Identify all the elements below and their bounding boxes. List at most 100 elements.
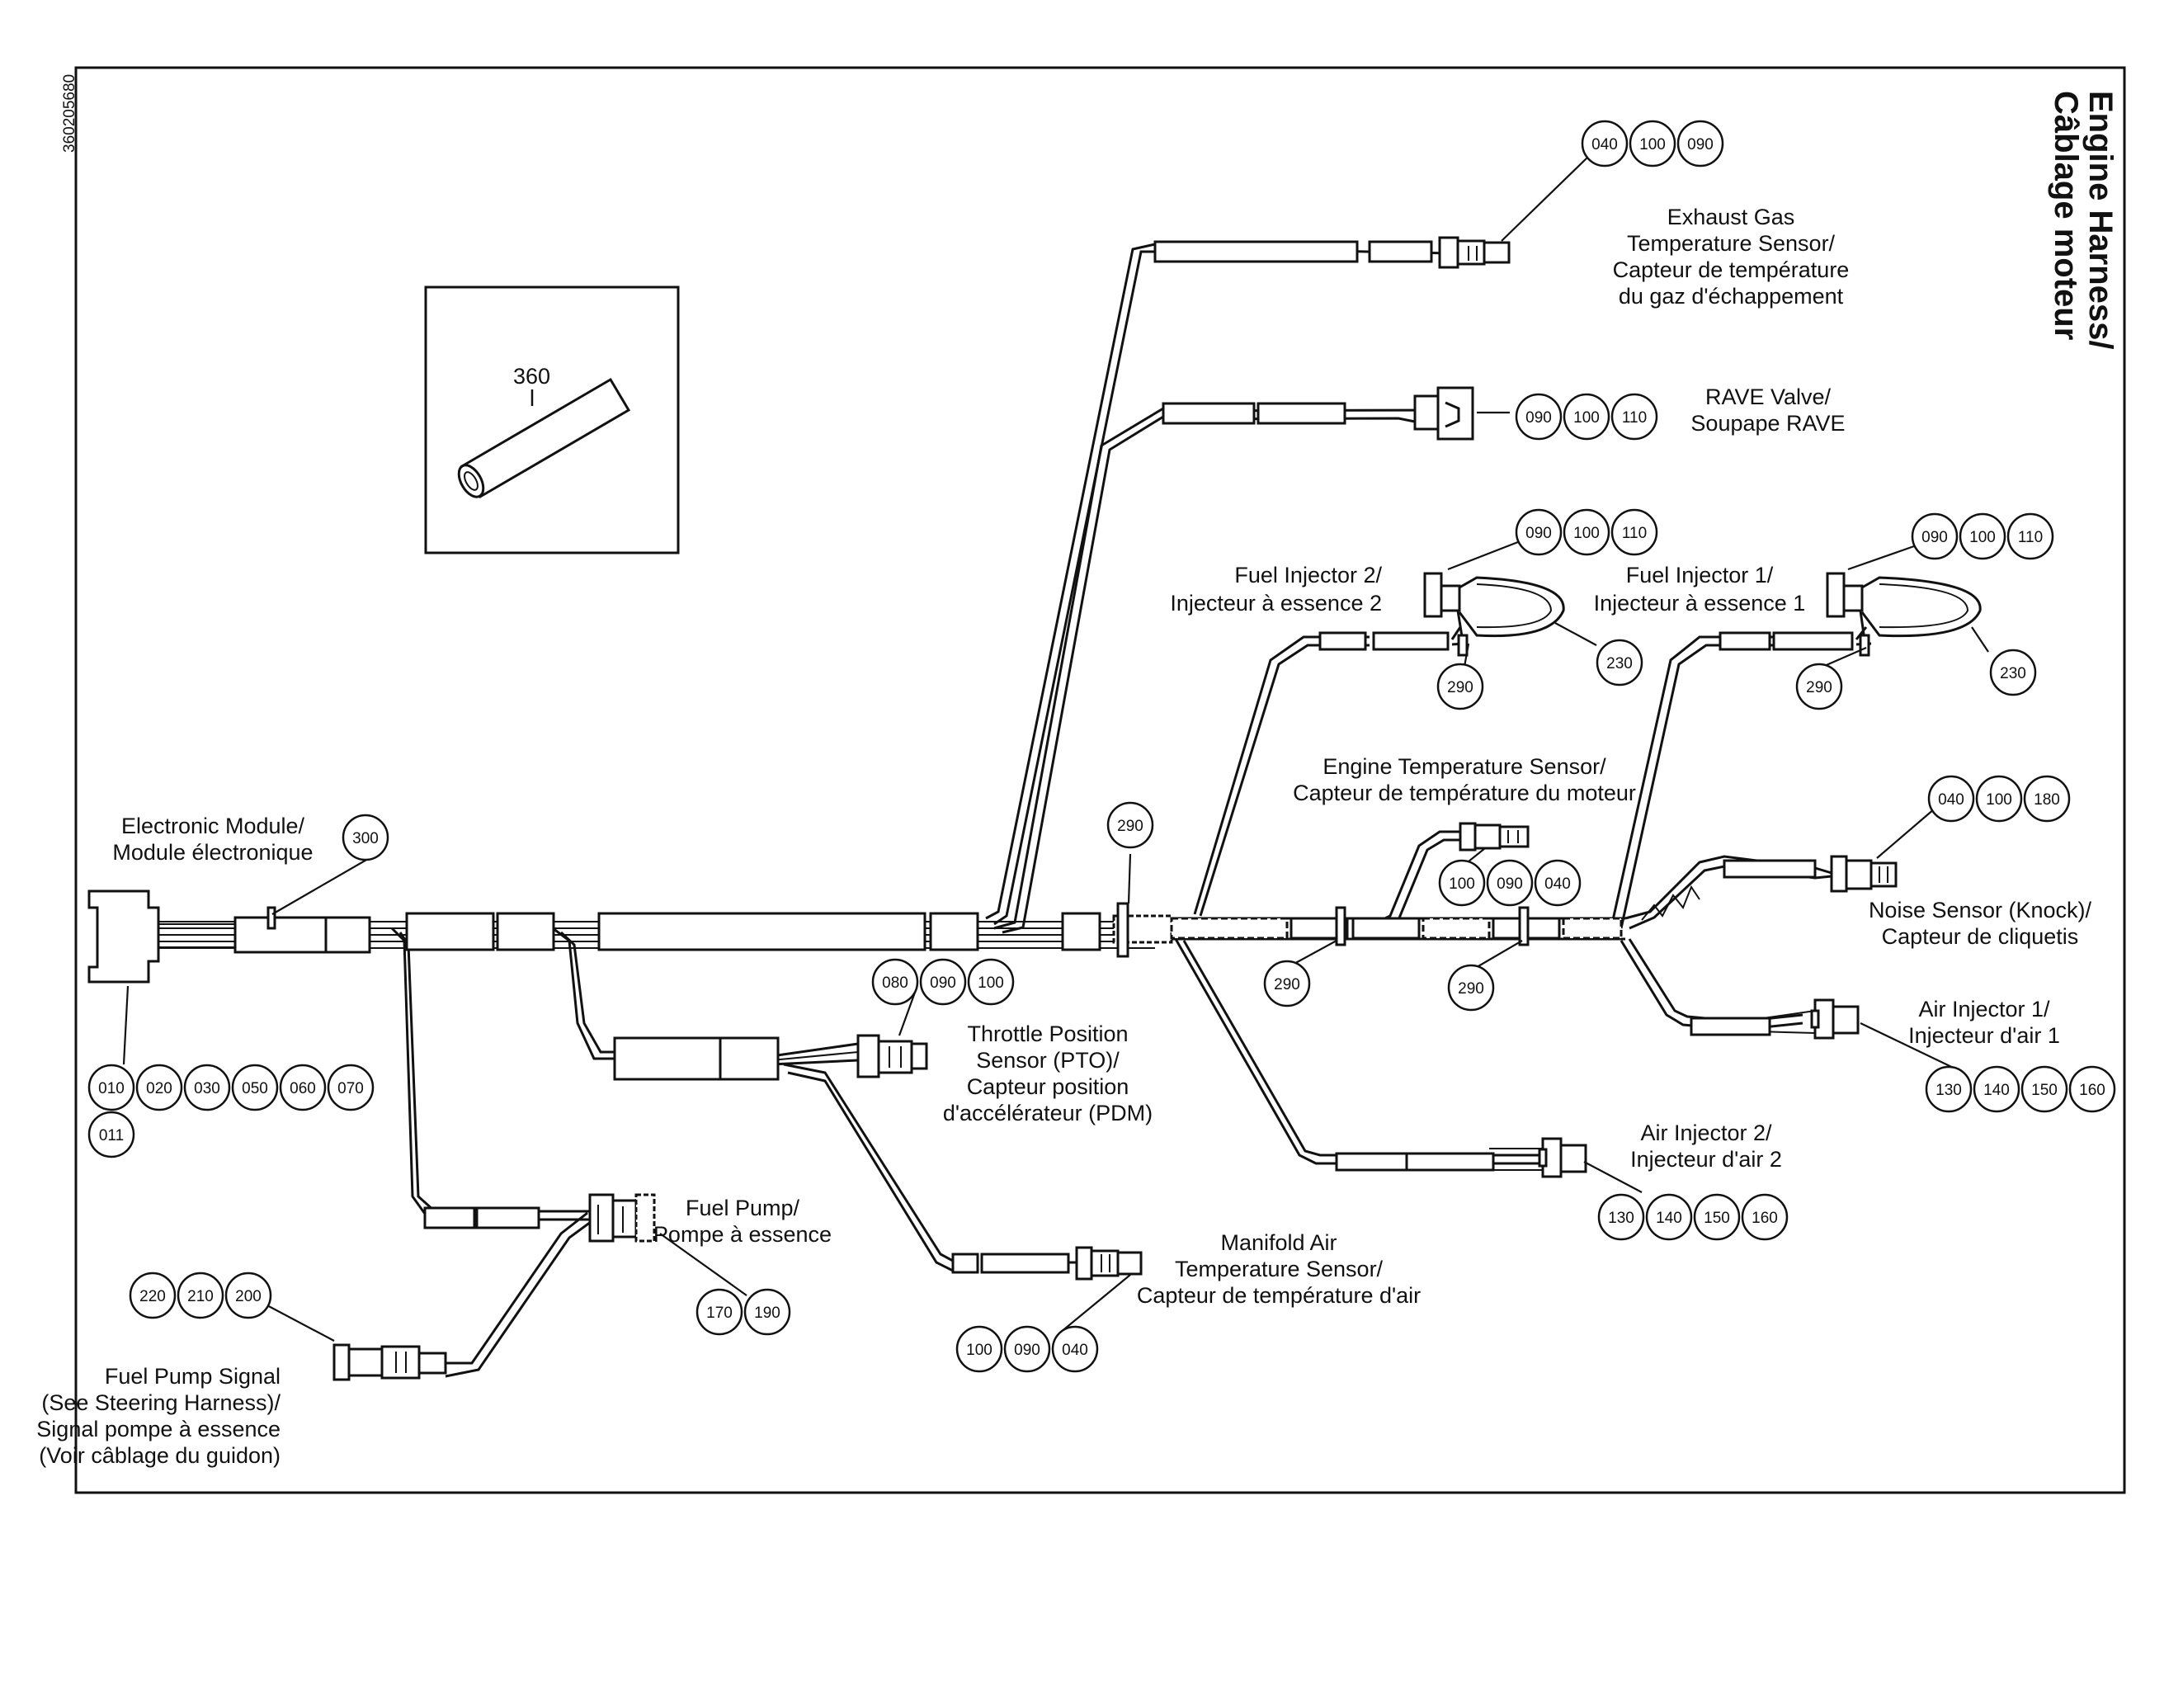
callout-bubble	[1436, 663, 1484, 710]
callout-number: 030	[194, 1080, 220, 1097]
callout-number: 210	[187, 1288, 214, 1305]
callout-number: 140	[1983, 1082, 2010, 1099]
figure-code: 360205680	[61, 74, 78, 153]
callout-bubble	[1515, 508, 1563, 556]
callout-bubble	[1515, 393, 1563, 441]
callout-fi2-hose: 230	[1596, 639, 1643, 687]
callout-bubble	[224, 1272, 272, 1319]
connectors	[87, 236, 1982, 1381]
callout-number: 090	[1014, 1342, 1040, 1359]
callout-number: 170	[706, 1305, 733, 1322]
fuel-pump-connector	[588, 1193, 656, 1243]
callout-number: 110	[1622, 525, 1647, 542]
label-fuel-injector-1: Fuel Injector 1/Injecteur à essence 1	[1594, 563, 1806, 616]
callout-bubble	[279, 1064, 327, 1111]
label-air-injector-1-line-1: Air Injector 1/	[1918, 997, 2050, 1021]
callout-number: 090	[930, 974, 956, 992]
callout-bubble	[1927, 775, 1975, 823]
callout-bubble	[1003, 1325, 1051, 1373]
callout-bubble	[1438, 859, 1486, 907]
callout-bubble	[1645, 1193, 1693, 1241]
callout-bubble	[1106, 801, 1154, 849]
callout-fi1-hose: 230	[1989, 649, 2037, 696]
callout-bubble	[2023, 775, 2071, 823]
callout-trunk-clip: 290	[1106, 801, 1154, 849]
callout-bubble	[1596, 639, 1643, 687]
label-fuel-pump: Fuel Pump/Pompe à essence	[653, 1196, 832, 1247]
air-injector-2-connector	[1538, 1137, 1587, 1178]
callout-fi2-clip: 290	[1436, 663, 1484, 710]
label-fuel-injector-1-line-1: Fuel Injector 1/	[1626, 563, 1774, 587]
label-manifold-air-line-2: Temperature Sensor/	[1175, 1257, 1384, 1281]
callout-bubble	[1610, 393, 1658, 441]
callout-number: 040	[1062, 1342, 1088, 1359]
callout-bubble	[87, 1111, 135, 1158]
callout-bubble	[135, 1064, 183, 1111]
callout-bubble	[2020, 1065, 2068, 1113]
label-air-injector-1: Air Injector 1/Injecteur d'air 1	[1908, 997, 2060, 1048]
callout-number: 080	[882, 974, 908, 992]
electronic-module-connector	[87, 889, 160, 984]
callout-bubble	[177, 1272, 224, 1319]
callout-fuel-pump: 170 190	[695, 1288, 791, 1336]
callout-number: 190	[754, 1305, 780, 1322]
label-fuel-injector-1-line-2: Injecteur à essence 1	[1594, 591, 1806, 616]
callout-bubble	[342, 814, 389, 861]
callout-number: 150	[1704, 1210, 1730, 1227]
callout-number: 220	[139, 1288, 166, 1305]
label-air-injector-2: Air Injector 2/Injecteur d'air 2	[1630, 1121, 1782, 1172]
leader-lines	[122, 156, 1989, 1342]
callout-number: 090	[1525, 525, 1552, 542]
callout-number: 290	[1447, 679, 1473, 696]
callout-number: 100	[1573, 525, 1600, 542]
inset-box: 360	[424, 285, 680, 554]
callout-number: 290	[1806, 679, 1832, 696]
callout-bubble	[1795, 663, 1843, 710]
callout-bubble	[1563, 508, 1610, 556]
label-fuel-pump-signal-line-1: Fuel Pump Signal	[105, 1364, 281, 1389]
callout-bubble	[1741, 1193, 1789, 1241]
label-throttle-position-line-1: Throttle Position	[967, 1021, 1128, 1046]
label-fuel-pump-signal: Fuel Pump Signal(See Steering Harness)/S…	[36, 1364, 281, 1468]
callout-trunk-clip-3: 290	[1447, 964, 1495, 1012]
label-fuel-pump-signal-line-3: Signal pompe à essence	[36, 1417, 281, 1441]
callout-number: 020	[146, 1080, 172, 1097]
callout-number: 100	[1573, 409, 1600, 427]
label-exhaust-gas-line-4: du gaz d'échappement	[1619, 284, 1844, 309]
callout-number: 300	[352, 830, 379, 847]
callout-bubble	[871, 958, 919, 1006]
callout-bubble	[1959, 512, 2006, 560]
label-exhaust-gas-line-3: Capteur de température	[1613, 257, 1850, 282]
label-fuel-pump-line-1: Fuel Pump/	[686, 1196, 800, 1220]
callout-bubble	[2006, 512, 2054, 560]
callout-bubble	[1597, 1193, 1645, 1241]
callout-number: 230	[2000, 665, 2026, 682]
callout-number: 180	[2034, 791, 2060, 809]
callout-bubble	[87, 1064, 135, 1111]
callout-manifold-air: 100 090 040	[955, 1325, 1099, 1373]
callout-number: 200	[235, 1288, 262, 1305]
callout-module-clip: 300	[342, 814, 389, 861]
label-noise-sensor: Noise Sensor (Knock)/Capteur de cliqueti…	[1869, 898, 2092, 949]
callout-number: 140	[1656, 1210, 1682, 1227]
callout-number: 040	[1591, 136, 1618, 153]
callout-bubble	[919, 958, 967, 1006]
callout-number: 100	[1639, 136, 1666, 153]
callout-bubble	[695, 1288, 743, 1336]
label-electronic-module-line-1: Electronic Module/	[121, 814, 305, 838]
callout-number: 040	[1544, 875, 1571, 893]
title-line-1: Engine Harness/	[2082, 91, 2119, 349]
label-electronic-module-line-2: Module électronique	[112, 840, 313, 865]
callout-number: 130	[1608, 1210, 1634, 1227]
callout-bubble	[1989, 649, 2037, 696]
title-block: Engine Harness/ Câblage moteur	[2048, 91, 2119, 349]
callout-number: 100	[966, 1342, 992, 1359]
manifold-air-connector	[1075, 1246, 1143, 1281]
throttle-position-connector	[856, 1034, 928, 1078]
callout-number: 110	[1622, 409, 1647, 427]
label-throttle-position-line-2: Sensor (PTO)/	[976, 1048, 1120, 1073]
label-air-injector-2-line-2: Injecteur d'air 2	[1630, 1147, 1782, 1172]
